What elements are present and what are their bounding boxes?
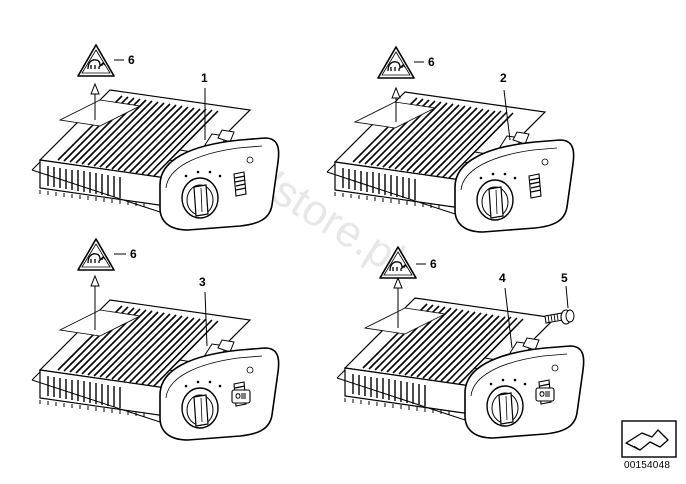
warning-triangle-icon [77,238,115,271]
light-switch-module-icon [326,91,575,233]
warning-callout-3: 6 [130,247,137,261]
switch-module-4: 6 4 [336,246,585,439]
warning-callout-2: 6 [428,55,435,69]
warning-triangle-icon [77,44,115,77]
part-callout-5: 5 [561,271,568,285]
light-switch-module-icon [31,299,280,441]
switch-module-2: 6 2 [326,46,575,233]
part-callout-3: 3 [199,275,206,289]
part-callout-1: 1 [201,71,208,85]
fog-light-button [535,387,555,402]
fog-light-button [231,389,251,404]
reference-number: 00154048 [624,460,671,471]
warning-callout-4: 6 [430,257,437,271]
warning-triangle-icon [377,46,415,79]
switch-module-3: 6 3 [31,238,280,441]
part-callout-2: 2 [500,71,507,85]
switch-module-1: 6 1 [31,44,280,231]
warning-callout-1: 6 [128,53,135,67]
part-callout-4: 4 [499,271,506,285]
light-switch-module-icon [31,89,280,231]
screw-icon [544,285,575,325]
reference-arrow-icon [621,420,677,458]
